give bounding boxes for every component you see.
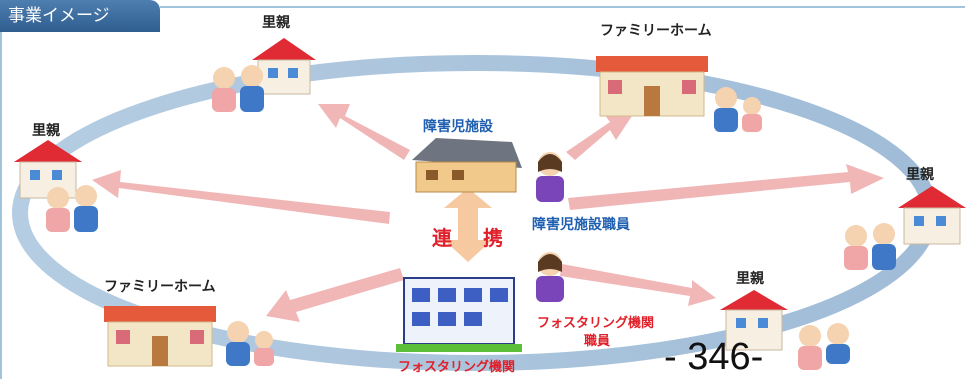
family-satooya-right — [844, 223, 896, 270]
renkei-arrow — [444, 188, 492, 262]
shogaiji-shisetsu-building — [412, 138, 522, 193]
frame-top-line — [160, 6, 965, 8]
arrow-to-satooya-right — [568, 164, 884, 210]
arrow-to-satooya-top — [318, 104, 410, 160]
page-number: - 346- — [664, 336, 764, 378]
fostering-org-building — [396, 277, 522, 352]
family-family-home-bottom — [226, 321, 274, 366]
label-family-home-top: ファミリーホーム — [600, 23, 712, 39]
family-satooya-left — [46, 185, 98, 232]
house-satooya-top — [252, 38, 316, 95]
arrow-to-satooya-left — [92, 170, 390, 224]
family-family-home-top — [714, 87, 762, 132]
arrow-to-family-home-bottom — [266, 268, 404, 322]
house-satooya-bottom — [720, 290, 788, 351]
label-satooya-right: 里親 — [906, 167, 934, 183]
label-renkei: 連 携 — [432, 226, 515, 250]
family-satooya-bottom — [798, 323, 850, 370]
arrow-to-satooya-bottom — [560, 264, 716, 306]
house-satooya-right — [898, 186, 966, 245]
family-satooya-top — [212, 65, 264, 112]
label-satooya-bottom: 里親 — [736, 271, 764, 287]
house-satooya-left — [14, 140, 82, 199]
staff-figure-bottom — [536, 252, 564, 302]
staff-figure-top — [536, 152, 564, 202]
label-shogaiji-shisetsu-staff: 障害児施設職員 — [532, 217, 630, 233]
label-shogaiji-shisetsu: 障害児施設 — [423, 119, 493, 135]
house-family-home-top — [596, 56, 708, 117]
label-fostering-staff-line1: フォスタリング機関 — [537, 316, 655, 331]
label-satooya-left: 里親 — [32, 123, 60, 139]
label-fostering-org: フォスタリング機関 — [398, 360, 516, 375]
header-tag: 事業イメージ — [0, 0, 160, 32]
arrow-to-family-home-top — [566, 110, 636, 160]
frame-left-line — [0, 32, 2, 379]
label-fostering-staff-line2: 職員 — [584, 334, 611, 349]
house-family-home-bottom — [104, 306, 216, 367]
label-satooya-top: 里親 — [262, 15, 290, 31]
label-family-home-bottom: ファミリーホーム — [104, 279, 216, 295]
